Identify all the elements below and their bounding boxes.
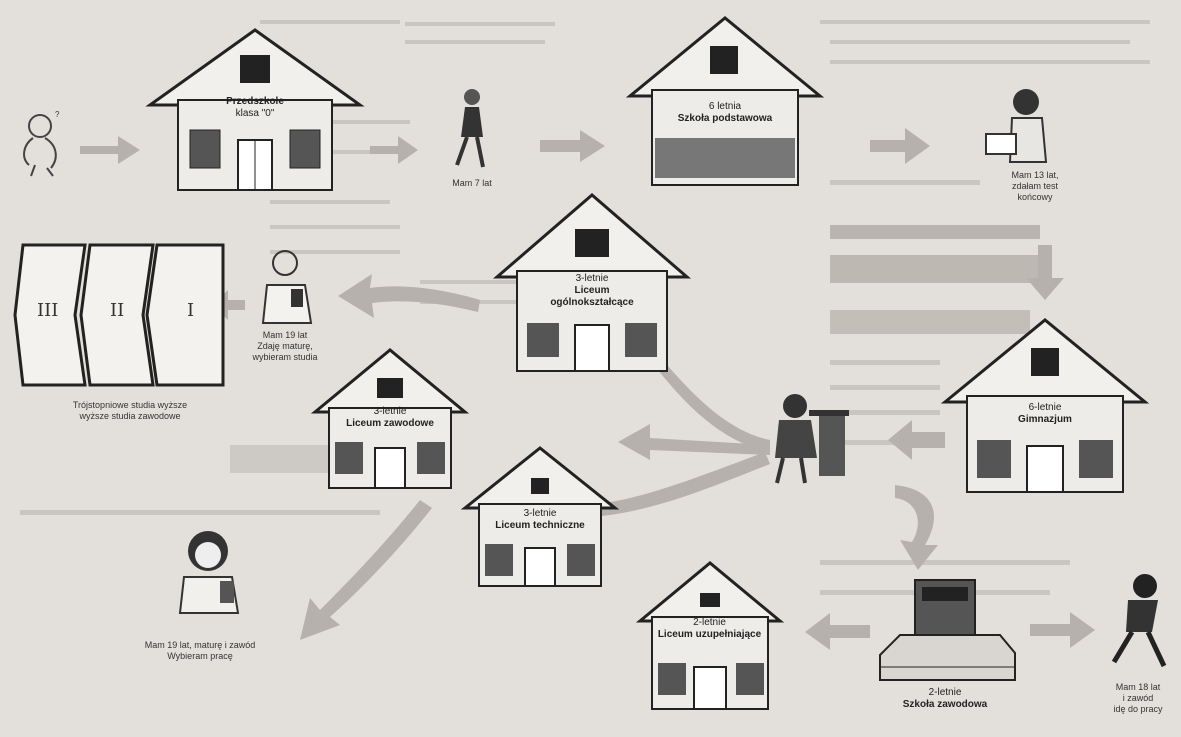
arrow-vocational-to-uzupelniajace <box>805 613 870 650</box>
house-gimnazjum-name: Gimnazjum <box>945 414 1145 426</box>
arrow-from-gimnazjum <box>888 420 945 460</box>
house-liceum-uzupelniajace-label: 2-letnie Liceum uzupełniające <box>632 617 787 641</box>
house-liceum-zawodowe: 3-letnie Liceum zawodowe <box>315 350 465 490</box>
house-liceum-ogolnoksztalcace-name: Liceum <box>497 285 687 297</box>
house-szkola-podstawowa-label: 6 letnia Szkoła podstawowa <box>630 101 820 125</box>
caption-age-19-work: Mam 19 lat, maturę i zawód Wybieram prac… <box>110 640 290 662</box>
walking-girl-drawing <box>445 85 495 175</box>
caption-age-18: Mam 18 lat i zawód idę do pracy <box>1098 682 1178 715</box>
house-liceum-uzupelniajace-duration: 2-letnie <box>632 617 787 629</box>
house-przedszkole-class: klasa "0" <box>150 108 360 120</box>
toddler-drawing <box>15 110 75 180</box>
teacher-at-desk-drawing <box>765 388 855 488</box>
house-gimnazjum: 6-letnie Gimnazjum <box>945 320 1145 495</box>
caption-age-7-line-1: Mam 7 lat <box>432 178 512 189</box>
university-doors: III II I <box>15 240 230 390</box>
door-label-i: I <box>187 300 194 321</box>
brick-gate-icon <box>870 575 1020 685</box>
student-matura-icon <box>255 245 325 325</box>
house-szkola-zawodowa-name: Szkoła zawodowa <box>870 699 1020 711</box>
house-liceum-techniczne: 3-letnie Liceum techniczne <box>465 448 615 588</box>
arrow-to-age13 <box>870 128 930 164</box>
house-liceum-techniczne-label: 3-letnie Liceum techniczne <box>465 508 615 532</box>
house-liceum-techniczne-name: Liceum techniczne <box>465 520 615 532</box>
caption-age-19-matura-line-2: Zdaję maturę, <box>225 341 345 352</box>
arrow-to-age18 <box>1030 612 1095 648</box>
teacher-desk-icon <box>765 388 855 488</box>
caption-age-13-line-1: Mam 13 lat, <box>985 170 1085 181</box>
house-przedszkole: Przedszkole klasa "0" <box>150 30 360 195</box>
house-szkola-zawodowa-duration: 2-letnie <box>870 687 1020 699</box>
girl-test-icon <box>980 82 1060 167</box>
house-liceum-zawodowe-label: 3-letnie Liceum zawodowe <box>315 406 465 430</box>
arrow-down-to-vocational <box>895 485 938 570</box>
girl-walking-icon <box>445 85 495 175</box>
house-gimnazjum-duration: 6-letnie <box>945 402 1145 414</box>
woman-worker-icon <box>170 525 255 615</box>
house-szkola-zawodowa-label: 2-letnie Szkoła zawodowa <box>870 687 1020 711</box>
running-worker-icon <box>1100 570 1175 670</box>
house-liceum-zawodowe-name: Liceum zawodowe <box>315 418 465 430</box>
caption-age-19-matura-line-3: wybieram studia <box>225 352 345 363</box>
child-figure-icon: ? <box>15 110 75 180</box>
caption-age-19-matura: Mam 19 lat Zdaję maturę, wybieram studia <box>225 330 345 363</box>
house-szkola-podstawowa: 6 letnia Szkoła podstawowa <box>630 18 820 188</box>
door-label-ii: II <box>110 300 124 321</box>
running-person-drawing <box>1100 570 1175 670</box>
house-liceum-ogolnoksztalcace-duration: 3-letnie <box>497 273 687 285</box>
house-gimnazjum-label: 6-letnie Gimnazjum <box>945 402 1145 426</box>
house-liceum-ogolnoksztalcace-type: ogólnokształcące <box>497 297 687 309</box>
house-przedszkole-name: Przedszkole <box>150 96 360 108</box>
caption-university-line-2: wyższe studia zawodowe <box>20 411 240 422</box>
house-przedszkole-label: Przedszkole klasa "0" <box>150 96 360 120</box>
girl-writing-drawing <box>980 82 1060 167</box>
house-liceum-uzupelniajace: 2-letnie Liceum uzupełniające <box>632 563 787 713</box>
caption-university-line-1: Trójstopniowe studia wyższe <box>20 400 240 411</box>
child-badge: ? <box>55 110 59 119</box>
house-liceum-uzupelniajace-name: Liceum uzupełniające <box>632 629 787 641</box>
house-szkola-podstawowa-duration: 6 letnia <box>630 101 820 113</box>
caption-age-13-line-2: zdałam test <box>985 181 1085 192</box>
house-liceum-zawodowe-duration: 3-letnie <box>315 406 465 418</box>
house-liceum-ogolnoksztalcace: 3-letnie Liceum ogólnokształcące <box>497 195 687 375</box>
student-with-certificate-drawing <box>255 245 325 325</box>
arrow-to-primary <box>540 130 605 162</box>
caption-age-19-work-line-2: Wybieram pracę <box>110 651 290 662</box>
caption-university: Trójstopniowe studia wyższe wyższe studi… <box>20 400 240 422</box>
caption-age-18-line-2: i zawód <box>1098 693 1178 704</box>
arrow-to-age7 <box>370 136 418 164</box>
caption-age-7: Mam 7 lat <box>432 178 512 189</box>
caption-age-18-line-1: Mam 18 lat <box>1098 682 1178 693</box>
house-szkola-podstawowa-name: Szkoła podstawowa <box>630 113 820 125</box>
woman-with-diploma-drawing <box>170 525 255 615</box>
caption-age-19-work-line-1: Mam 19 lat, maturę i zawód <box>110 640 290 651</box>
door-label-iii: III <box>37 300 58 321</box>
szkola-zawodowa-gate: 2-letnie Szkoła zawodowa <box>870 575 1020 720</box>
caption-age-18-line-3: idę do pracy <box>1098 704 1178 715</box>
arrow-to-preschool <box>80 136 140 164</box>
caption-age-13: Mam 13 lat, zdałam test końcowy <box>985 170 1085 203</box>
house-liceum-techniczne-duration: 3-letnie <box>465 508 615 520</box>
caption-age-19-matura-line-1: Mam 19 lat <box>225 330 345 341</box>
arrow-to-work-19 <box>300 500 432 640</box>
house-liceum-ogolnoksztalcace-label: 3-letnie Liceum ogólnokształcące <box>497 273 687 309</box>
caption-age-13-line-3: końcowy <box>985 192 1085 203</box>
